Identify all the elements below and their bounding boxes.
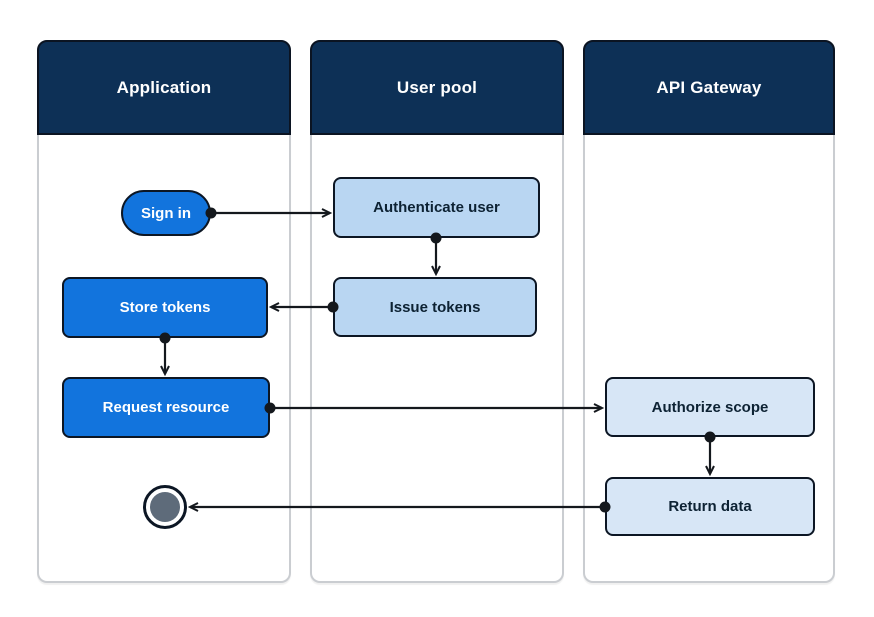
lane-header-application: Application [37, 40, 291, 135]
node-return-data-label: Return data [668, 498, 752, 515]
node-issue-tokens-label: Issue tokens [389, 298, 481, 316]
lane-title-user-pool: User pool [396, 77, 478, 97]
node-authorize-scope: Authorize scope [605, 377, 815, 437]
node-store-tokens: Store tokens [62, 277, 268, 338]
lane-header-user-pool: User pool [310, 40, 564, 135]
node-sign-in-label: Sign in [141, 204, 191, 222]
node-issue-tokens: Issue tokens [333, 277, 537, 337]
lane-title-application: Application [116, 77, 212, 97]
node-store-tokens-label: Store tokens [119, 299, 211, 316]
node-authenticate-user: Authenticate user [333, 177, 540, 238]
end-state-dot [150, 492, 180, 522]
node-request-resource-label: Request resource [102, 399, 230, 416]
lane-title-api-gateway: API Gateway [656, 77, 762, 97]
lane-header-api-gateway: API Gateway [583, 40, 835, 135]
node-authenticate-user-label: Authenticate user [373, 199, 500, 216]
node-sign-in: Sign in [121, 190, 211, 236]
node-return-data: Return data [605, 477, 815, 536]
node-request-resource: Request resource [62, 377, 270, 438]
node-end-state [143, 485, 187, 529]
node-authorize-scope-label: Authorize scope [651, 398, 769, 416]
